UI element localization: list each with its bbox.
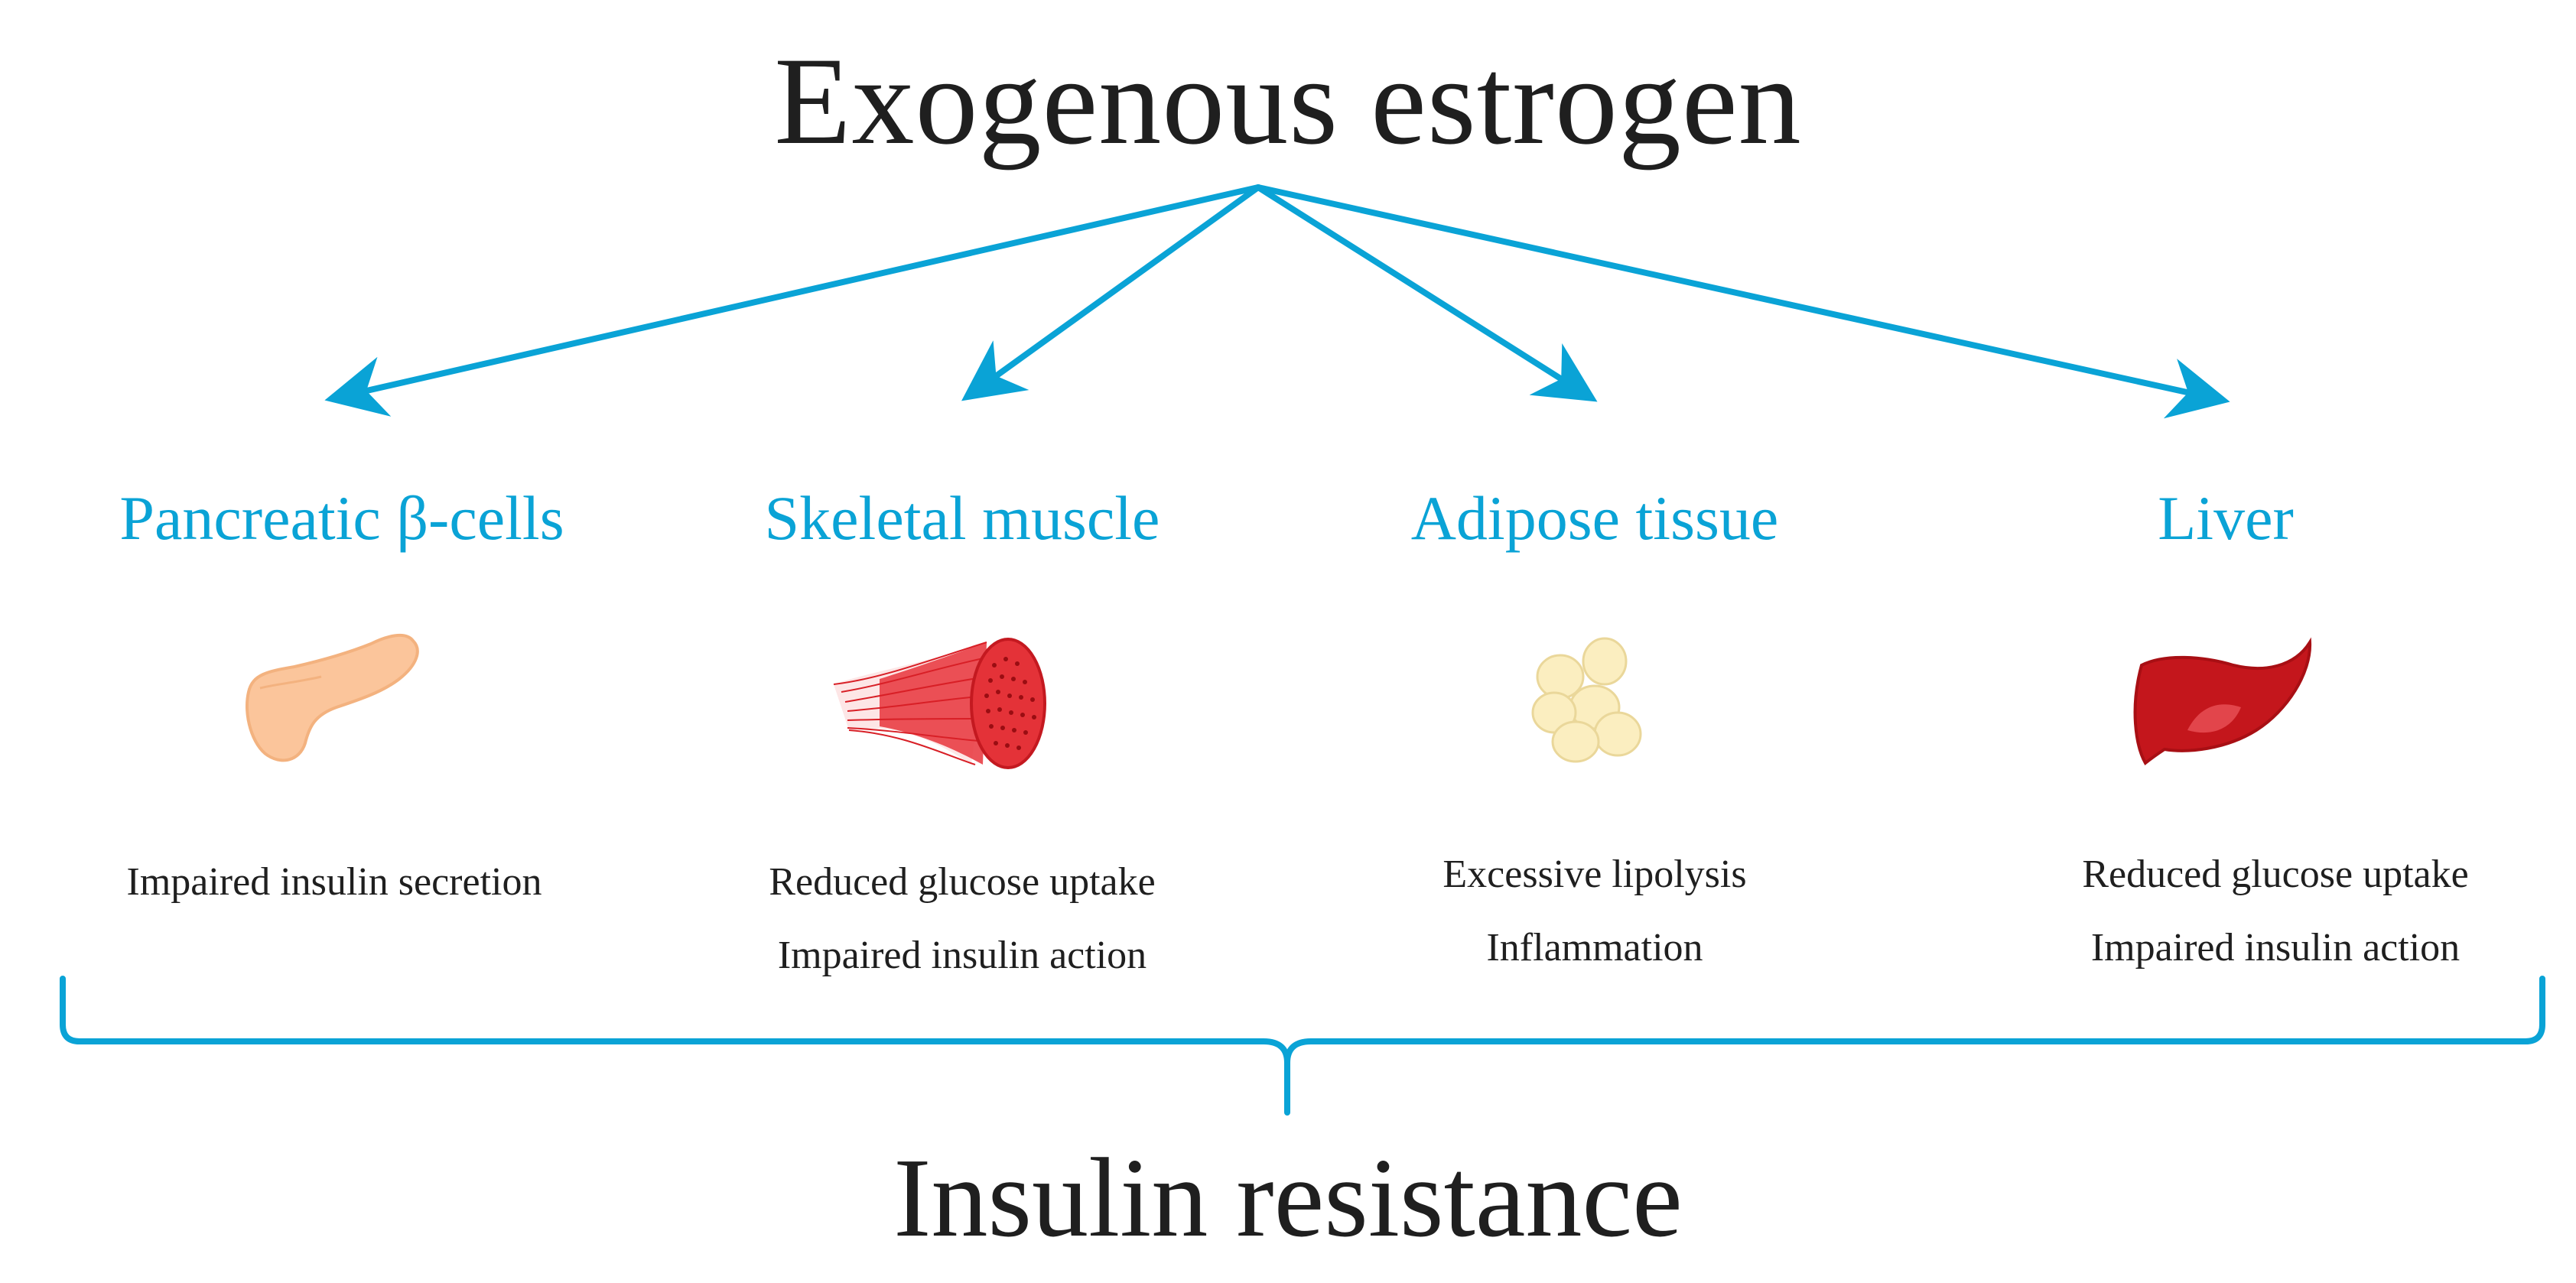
effects-adipose: Excessive lipolysis Inflammation — [1296, 838, 1893, 985]
arrow-to-liver — [1255, 184, 2230, 419]
effects-liver: Reduced glucose uptake Impaired insulin … — [1977, 838, 2574, 985]
effects-pancreas: Impaired insulin secretion — [36, 846, 633, 919]
diagram-title: Exogenous estrogen — [774, 32, 1802, 171]
effect-item: Impaired insulin action — [777, 934, 1147, 977]
pancreas-icon — [245, 634, 419, 762]
target-label-muscle: Skeletal muscle — [764, 483, 1160, 553]
muscle-icon — [833, 638, 1046, 769]
grouping-brace — [60, 976, 2545, 1116]
effect-item: Reduced glucose uptake — [2082, 853, 2469, 896]
target-label-adipose: Adipose tissue — [1410, 483, 1779, 553]
effects-muscle: Reduced glucose uptake Impaired insulin … — [664, 846, 1260, 992]
target-label-liver: Liver — [2158, 483, 2294, 553]
arrow-to-adipose — [1255, 184, 1598, 402]
outcome-title: Insulin resistance — [893, 1135, 1683, 1261]
effect-item: Excessive lipolysis — [1442, 853, 1747, 896]
effect-item: Reduced glucose uptake — [769, 860, 1156, 904]
effect-item: Inflammation — [1486, 926, 1703, 970]
target-label-pancreas: Pancreatic β-cells — [119, 483, 564, 553]
liver-icon — [2133, 637, 2312, 766]
arrow-to-pancreas — [324, 184, 1261, 417]
adipose-icon — [1531, 637, 1642, 763]
arrow-to-muscle — [961, 184, 1261, 401]
effect-item: Impaired insulin secretion — [126, 860, 542, 904]
effect-item: Impaired insulin action — [2090, 926, 2461, 970]
